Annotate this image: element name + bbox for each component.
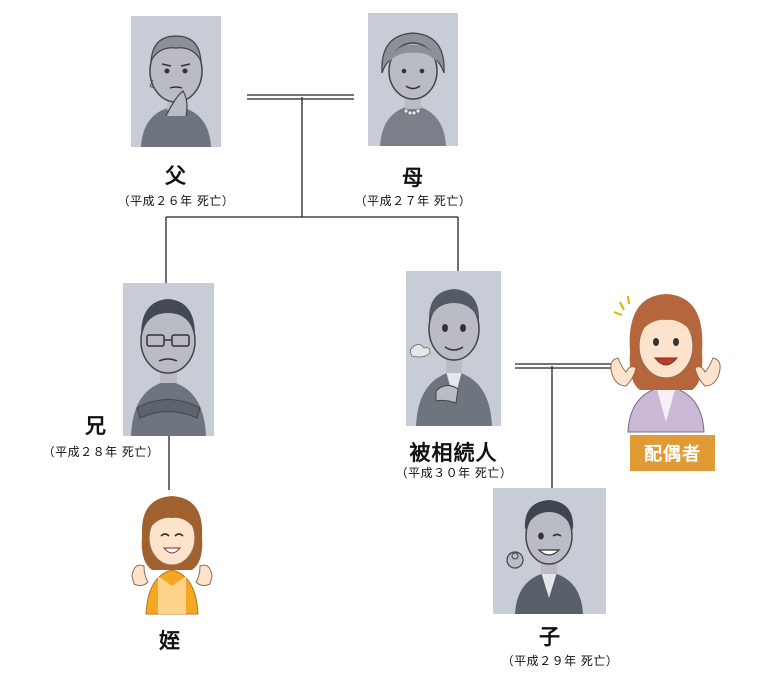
mother-portrait — [368, 13, 458, 146]
brother-death-date: （平成２８年 死亡） — [42, 445, 160, 459]
father-name: 父 — [165, 164, 187, 188]
spouse-illustration — [608, 282, 723, 433]
deceased-name: 被相続人 — [409, 441, 498, 465]
brother-portrait — [123, 283, 214, 436]
niece-name: 姪 — [159, 629, 181, 653]
deceased-death-date: （平成３０年 死亡） — [395, 466, 513, 480]
child-death-date: （平成２９年 死亡） — [501, 654, 619, 668]
father-portrait — [131, 16, 221, 147]
father-death-date: （平成２６年 死亡） — [117, 194, 235, 208]
mother-name: 母 — [402, 166, 424, 190]
mother-death-date: （平成２７年 死亡） — [354, 194, 472, 208]
brother-name: 兄 — [85, 414, 107, 438]
niece-illustration — [128, 490, 216, 615]
child-portrait — [493, 488, 606, 614]
child-name: 子 — [539, 625, 561, 649]
spouse-badge: 配偶者 — [630, 435, 715, 471]
deceased-portrait — [406, 271, 501, 426]
